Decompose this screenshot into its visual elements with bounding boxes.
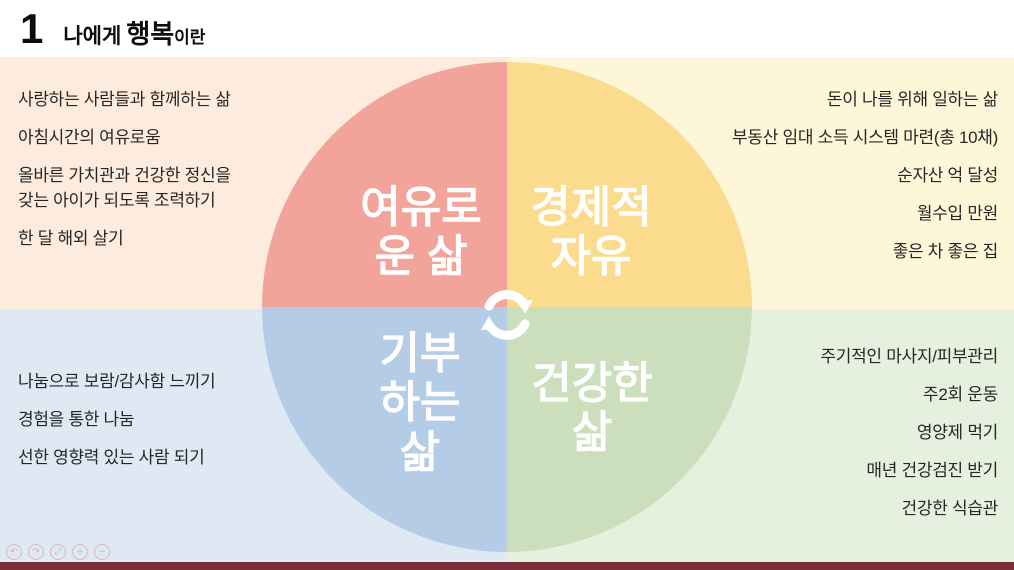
title-prefix: 나에게 [63,25,122,48]
list-item: 나눔으로 보람/감사함 느끼기 [18,372,216,391]
list-item: 선한 영향력 있는 사람 되기 [18,448,205,467]
list-item: 건강한 식습관 [901,499,999,518]
list-item: 좋은 차 좋은 집 [892,242,999,261]
list-item: 돈이 나를 위해 일하는 삶 [826,90,998,109]
label-healthy-life: 건강한 삶 [531,359,653,458]
list-item: 올바른 가치관과 건강한 정신을 갖는 아이가 되도록 조력하기 [18,166,231,210]
list-item: 순자산 억 달성 [897,166,998,185]
list-item: 한 달 해외 살기 [18,229,124,248]
title-suffix: 이란 [174,28,206,47]
cycle-arrows-icon [481,290,533,340]
list-item: 주2회 운동 [923,385,998,404]
label-leisure-life: 여유로 운 삶 [360,183,482,282]
title-emphasis: 행복 [126,19,175,49]
list-item: 아침시간의 여유로움 [18,128,161,147]
label-financial-freedom: 경제적 자유 [530,183,652,282]
bottom-bar [0,562,1014,570]
slide-header: 1 나에게 행복 이란 [0,0,1014,57]
four-quadrant-circle [262,62,752,552]
undo-icon[interactable]: ↶ [6,544,22,560]
zoom-in-icon[interactable]: + [72,544,88,560]
list-item: 부동산 임대 소득 시스템 마련(총 10채) [732,128,998,147]
list-item: 주기적인 마사지/피부관리 [820,347,998,366]
quadrant-board: 여유로 운 삶 경제적 자유 기부 하는 삶 건강한 삶 사랑하는 사람들과 함… [0,57,1014,562]
redo-icon[interactable]: ↷ [28,544,44,560]
list-item: 영양제 먹기 [916,423,998,442]
list-item: 사랑하는 사람들과 함께하는 삶 [18,90,231,109]
page-title: 나에게 행복 이란 [63,14,205,51]
list-item: 매년 건강검진 받기 [866,461,998,480]
slide-number: 1 [20,5,44,52]
list-item: 월수입 만원 [916,204,998,223]
label-giving-life: 기부 하는 삶 [379,329,461,477]
fit-screen-icon[interactable]: ⤢ [50,544,66,560]
list-item: 경험을 통한 나눔 [18,410,135,429]
zoom-out-icon[interactable]: − [94,544,110,560]
viewer-toolbar: ↶ ↷ ⤢ + − [6,544,110,560]
